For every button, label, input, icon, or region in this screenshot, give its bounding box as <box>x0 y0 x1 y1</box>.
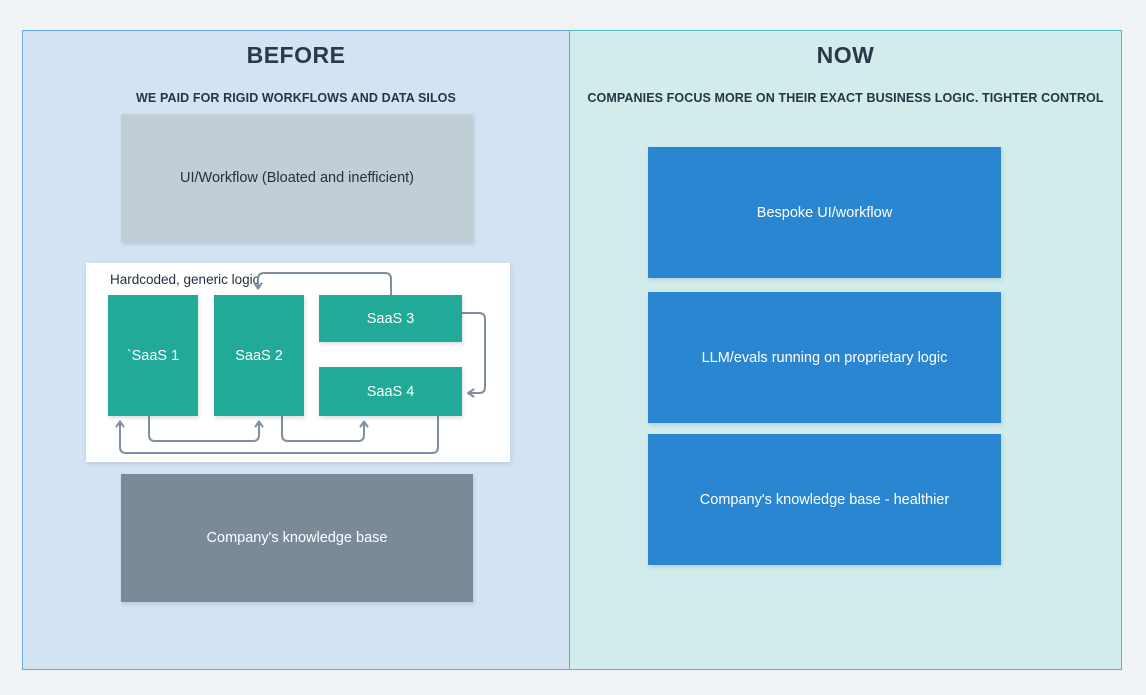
bespoke-ui-box: Bespoke UI/workflow <box>648 147 1001 278</box>
saas-box-4-label: SaaS 4 <box>366 383 415 400</box>
panel-before-subtitle: WE PAID FOR RIGID WORKFLOWS AND DATA SIL… <box>136 91 456 105</box>
panel-before: BEFORE WE PAID FOR RIGID WORKFLOWS AND D… <box>22 30 570 670</box>
ui-workflow-box: UI/Workflow (Bloated and inefficient) <box>121 114 473 242</box>
panel-now-subtitle: COMPANIES FOCUS MORE ON THEIR EXACT BUSI… <box>587 91 1104 105</box>
saas-box-1-label: `SaaS 1 <box>126 347 180 364</box>
saas-box-3: SaaS 3 <box>319 295 462 342</box>
saas-box-1: `SaaS 1 <box>108 295 198 416</box>
bespoke-ui-label: Bespoke UI/workflow <box>756 204 893 221</box>
hardcoded-logic-group: Hardcoded, generic logic <box>86 263 510 462</box>
ui-workflow-label: UI/Workflow (Bloated and inefficient) <box>180 170 414 186</box>
saas-box-3-label: SaaS 3 <box>366 310 415 327</box>
saas-box-2: SaaS 2 <box>214 295 304 416</box>
saas-box-4: SaaS 4 <box>319 367 462 416</box>
saas-connectors <box>115 272 486 454</box>
knowledge-base-box: Company's knowledge base <box>121 474 473 602</box>
llm-evals-box: LLM/evals running on proprietary logic <box>648 292 1001 423</box>
knowledge-base-healthier-box: Company's knowledge base - healthier <box>648 434 1001 565</box>
knowledge-base-label: Company's knowledge base <box>206 530 388 546</box>
llm-evals-label: LLM/evals running on proprietary logic <box>701 349 948 366</box>
knowledge-base-healthier-label: Company's knowledge base - healthier <box>699 491 950 508</box>
panel-now-title: NOW <box>816 42 875 68</box>
saas-box-2-label: SaaS 2 <box>235 347 283 364</box>
panel-before-title: BEFORE <box>246 42 346 68</box>
hardcoded-logic-label: Hardcoded, generic logic <box>110 272 260 287</box>
panel-now: NOW COMPANIES FOCUS MORE ON THEIR EXACT … <box>569 30 1122 670</box>
